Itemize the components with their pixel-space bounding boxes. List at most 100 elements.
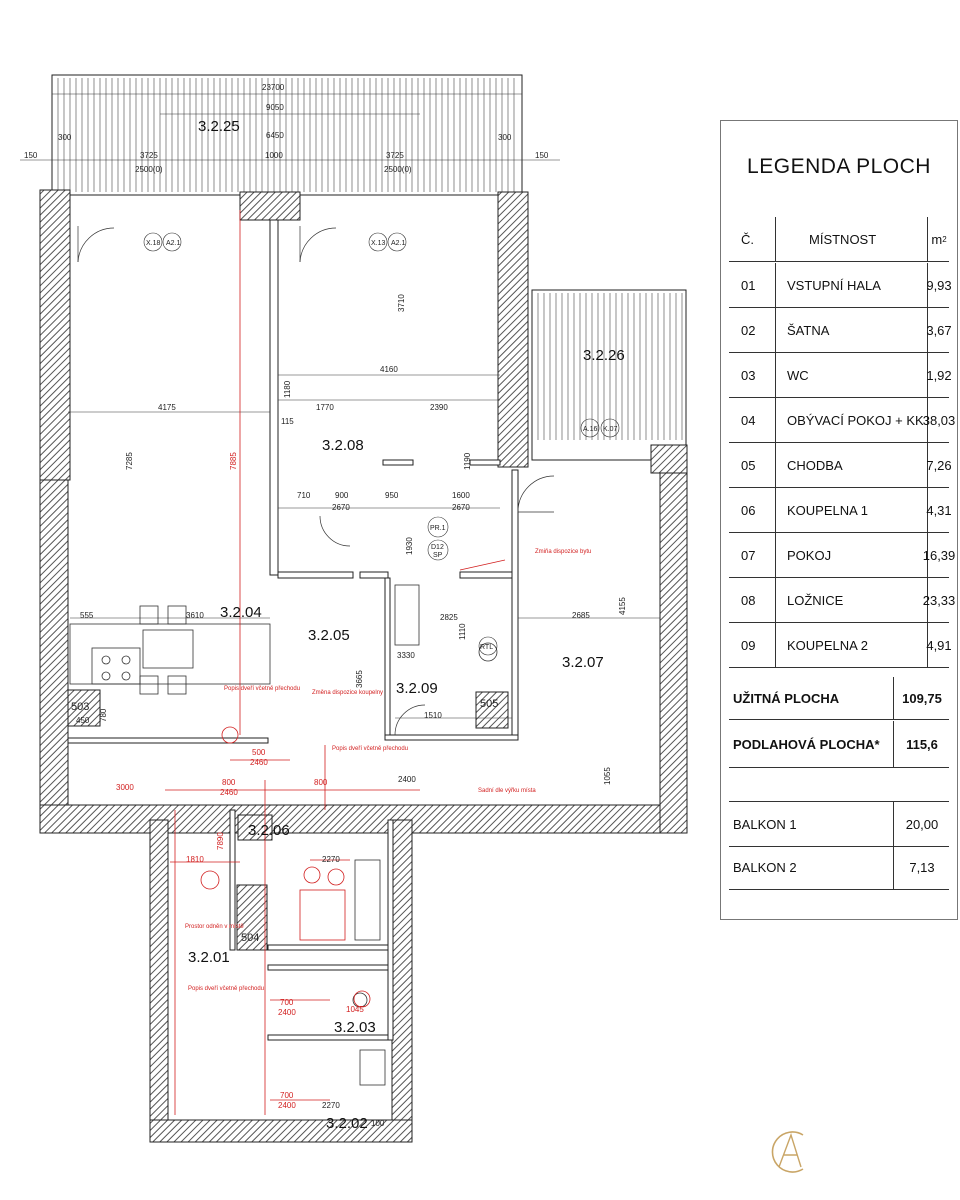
dim-text: 9050 <box>266 103 284 112</box>
red-annotations <box>165 210 506 1115</box>
legend-room-name: VSTUPNÍ HALA <box>787 277 881 293</box>
red-dim-text: 2460 <box>250 758 268 767</box>
legend-room-number: 03 <box>741 367 756 383</box>
legend-total-value: 109,75 <box>902 690 942 706</box>
tag-text: A2.1 <box>166 240 181 247</box>
dim-text: 780 <box>99 708 108 722</box>
room-label-3201: 3.2.01 <box>188 949 230 966</box>
red-dim-text: 7885 <box>229 452 238 470</box>
bathroom-fixtures <box>352 584 498 1086</box>
dim-text: 900 <box>335 491 349 500</box>
legend-room-row: 02 ŠATNA 3,67 <box>729 308 952 353</box>
red-note: Popis dveří včetně přechodu <box>224 686 300 692</box>
dim-text: 2400 <box>398 775 416 784</box>
legend-total-value: 115,6 <box>906 736 938 752</box>
legend-room-number: 07 <box>741 547 756 563</box>
room-label-3203: 3.2.03 <box>334 1019 376 1036</box>
interior-walls <box>67 219 519 1041</box>
dim-text: 1930 <box>405 537 414 555</box>
legend-room-area: 23,33 <box>922 592 956 608</box>
legend-room-area: 7,26 <box>926 457 952 473</box>
dim-text: 1190 <box>463 452 472 470</box>
dim-text: 4160 <box>380 365 398 374</box>
red-dim-text: 2460 <box>220 788 238 797</box>
red-dim-text: 2400 <box>278 1008 296 1017</box>
legend-room-area: 9,93 <box>926 277 952 293</box>
dim-text: 2825 <box>440 613 458 622</box>
brand-logo-icon <box>771 1131 804 1173</box>
red-dim-text: 700 <box>280 1091 294 1100</box>
dim-text: 6450 <box>266 131 284 140</box>
room-label-3206: 3.2.06 <box>248 822 290 839</box>
dim-text: 555 <box>80 611 94 620</box>
red-note: Popis dveří včetně přechodu <box>188 986 264 992</box>
dim-text: 1110 <box>458 623 467 640</box>
dim-text: 1770 <box>316 403 334 412</box>
dim-text: 4155 <box>618 597 627 615</box>
legend-balcony-row: BALKON 2 7,13 <box>729 845 949 890</box>
legend-balcony-value: 20,00 <box>905 816 939 832</box>
legend-room-name: KOUPELNA 1 <box>787 502 868 518</box>
tag-text: X.18 <box>146 240 161 247</box>
legend-room-area: 3,67 <box>926 322 952 338</box>
room-label-3205: 3.2.05 <box>308 627 350 644</box>
legend-balcony-label: BALKON 2 <box>733 859 797 875</box>
legend-room-number: 08 <box>741 592 756 608</box>
tag-text: D12 <box>431 544 444 551</box>
dim-text: 1000 <box>265 151 283 160</box>
room-label-3208: 3.2.08 <box>322 437 364 454</box>
legend-room-name: CHODBA <box>787 457 843 473</box>
legend-balcony-label: BALKON 1 <box>733 816 797 832</box>
legend-room-area: 4,31 <box>926 502 952 518</box>
legend-balcony-row: BALKON 1 20,00 <box>729 801 949 847</box>
legend-room-row: 05 CHODBA 7,26 <box>729 443 952 488</box>
red-dim-text: 2400 <box>278 1101 296 1110</box>
legend-room-area: 4,91 <box>926 637 952 653</box>
dim-text: 115 <box>281 417 294 426</box>
dim-text: 23700 <box>262 83 285 92</box>
legend-room-number: 02 <box>741 322 756 338</box>
tag-text: SP <box>433 552 443 559</box>
red-dim-text: 800 <box>222 778 236 787</box>
dim-text: 2670 <box>452 503 470 512</box>
red-dim-text: 3000 <box>116 783 134 792</box>
legend-room-name: ŠATNA <box>787 322 830 338</box>
dimension-texts: 23700 9050 6450 300 300 150 150 3725 372… <box>24 83 627 1128</box>
dim-text: 150 <box>24 151 38 160</box>
balcony-3225 <box>51 74 523 196</box>
dim-text: 2270 <box>322 1101 340 1110</box>
dim-text: 1180 <box>283 380 292 398</box>
red-note: Popis dveří včetně přechodu <box>332 746 408 752</box>
red-note: Sadní dle výřku místa <box>478 788 536 794</box>
dim-text: 2500(0) <box>384 165 412 174</box>
legend-room-name: POKOJ <box>787 547 832 563</box>
exterior-walls <box>39 189 688 1143</box>
legend-room-number: 01 <box>741 277 756 293</box>
floor-plan: 3.2.25 3.2.26 3.2.08 3.2.04 3.2.05 3.2.0… <box>20 74 688 1143</box>
dim-text: 4175 <box>158 403 176 412</box>
room-label-3207: 3.2.07 <box>562 654 604 671</box>
element-tags: X.18 A2.1 X.13 A2.1 A.16 K.07 PR.1 D12 S… <box>143 232 620 656</box>
dim-text: 3330 <box>397 651 415 660</box>
legend-header-number: Č. <box>741 231 754 247</box>
dim-text: 3610 <box>186 611 204 620</box>
legend-total-row: PODLAHOVÁ PLOCHA* 115,6 <box>729 721 949 768</box>
dim-text: 2270 <box>322 855 340 864</box>
balcony-3226 <box>531 289 687 461</box>
dim-text: 1510 <box>424 711 442 720</box>
doors <box>77 226 555 736</box>
legend-room-number: 05 <box>741 457 756 473</box>
red-dim-text: 700 <box>280 998 294 1007</box>
red-dim-text: 500 <box>252 748 266 757</box>
dim-text: 1055 <box>603 767 612 785</box>
legend-room-number: 06 <box>741 502 756 518</box>
space-tag-504: 504 <box>241 932 259 944</box>
legend-room-name: LOŽNICE <box>787 592 844 608</box>
tag-text: A.16 <box>583 426 598 433</box>
room-label-3204: 3.2.04 <box>220 604 262 621</box>
